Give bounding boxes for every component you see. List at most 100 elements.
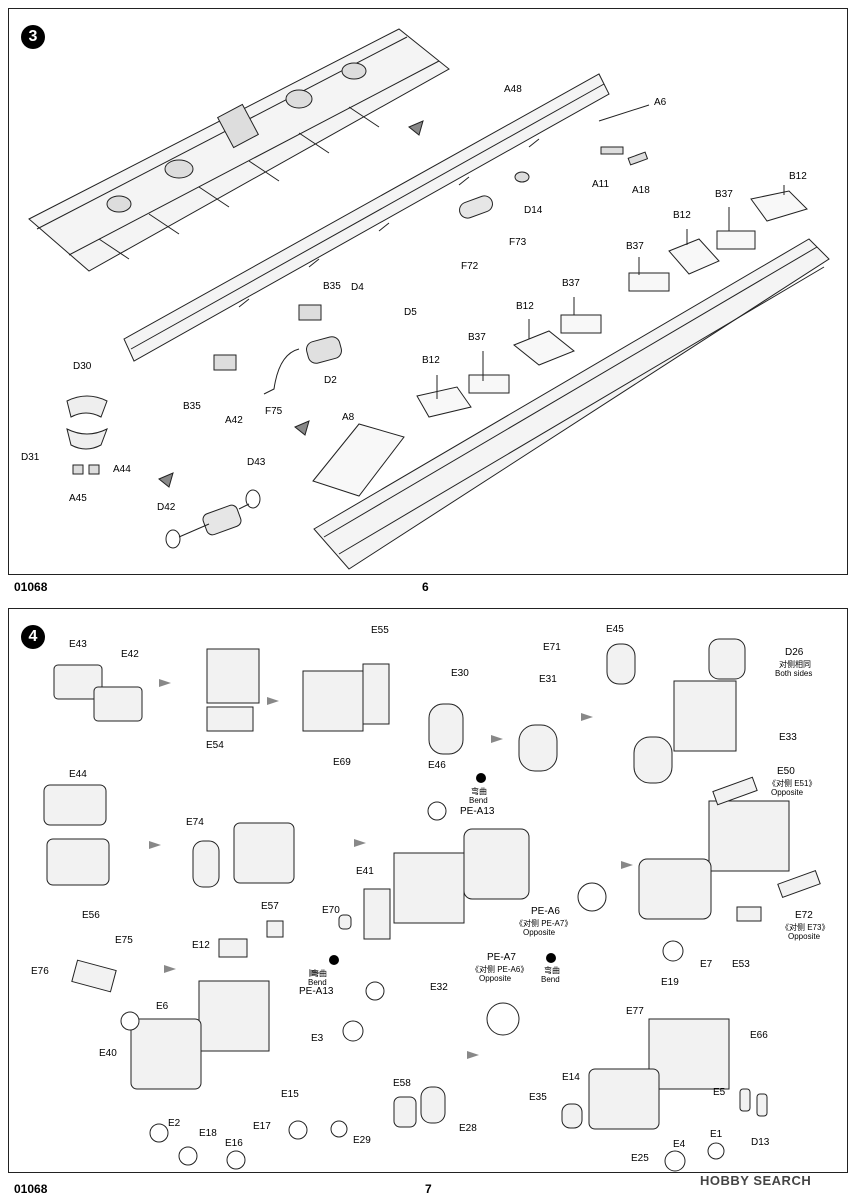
bend-note-cn-2: 弯曲 <box>544 966 560 975</box>
part-label-e35: E35 <box>529 1092 547 1103</box>
bend-note-en-3: Bend <box>308 978 327 987</box>
part-label-e44: E44 <box>69 769 87 780</box>
part-label-d13: D13 <box>751 1137 770 1148</box>
e50-note-cn: 《对侧 E51》 <box>768 779 817 788</box>
part-label-e74: E74 <box>186 817 204 828</box>
part-label-d42: D42 <box>157 502 176 513</box>
part-label-a48: A48 <box>504 84 522 95</box>
part-label-e7: E7 <box>700 959 713 970</box>
e72-note-en: Opposite <box>788 932 821 941</box>
part-label-a8: A8 <box>342 412 355 423</box>
part-label-pe-a6: PE-A6 <box>531 906 560 917</box>
part-label-e3: E3 <box>311 1033 324 1044</box>
part-label-d30: D30 <box>73 361 92 372</box>
part-label-e56: E56 <box>82 910 100 921</box>
part-label-e14: E14 <box>562 1072 580 1083</box>
bend-marker-icon <box>546 953 556 963</box>
page-7-product-code: 01068 <box>14 1182 48 1196</box>
part-label-b35-2: B35 <box>183 401 201 412</box>
page-6-number: 6 <box>422 580 429 594</box>
pe-a6-note-en: Opposite <box>523 928 556 937</box>
part-label-e72: E72 <box>795 910 813 921</box>
part-label-d31: D31 <box>21 452 40 463</box>
part-label-e25: E25 <box>631 1153 649 1164</box>
part-label-d5: D5 <box>404 307 417 318</box>
part-label-e42: E42 <box>121 649 139 660</box>
part-label-e2: E2 <box>168 1118 181 1129</box>
part-label-e41: E41 <box>356 866 374 877</box>
part-label-e4: E4 <box>673 1139 686 1150</box>
part-label-pe-a13-1: PE-A13 <box>460 806 495 817</box>
part-label-e31: E31 <box>539 674 557 685</box>
watermark: HOBBY SEARCH <box>700 1173 812 1188</box>
part-label-e1: E1 <box>710 1129 723 1140</box>
part-label-f73: F73 <box>509 237 527 248</box>
part-label-e77: E77 <box>626 1006 644 1017</box>
bend-marker-icon <box>476 773 486 783</box>
part-label-b12-1: B12 <box>422 355 440 366</box>
page-7-number: 7 <box>425 1182 432 1196</box>
part-label-d14: D14 <box>524 205 543 216</box>
part-label-e15: E15 <box>281 1089 299 1100</box>
part-label-b37-3: B37 <box>715 189 733 200</box>
part-label-e71: E71 <box>543 642 561 653</box>
page-6-product-code: 01068 <box>14 580 48 594</box>
part-label-a44: A44 <box>113 464 131 475</box>
pe-a6-note-cn: 《对侧 PE-A7》 <box>515 919 573 928</box>
part-label-e18: E18 <box>199 1128 217 1139</box>
part-label-e46: E46 <box>428 760 446 771</box>
part-label-a42: A42 <box>225 415 243 426</box>
part-label-pe-a7: PE-A7 <box>487 952 516 963</box>
step-3-panel: 3 <box>8 8 848 575</box>
part-label-f75: F75 <box>265 406 283 417</box>
pe-a7-note-en: Opposite <box>479 974 512 983</box>
part-label-f72: F72 <box>461 261 479 272</box>
part-label-e53: E53 <box>732 959 750 970</box>
step-number-badge: 3 <box>21 25 45 49</box>
step-number-badge: 4 <box>21 625 45 649</box>
part-label-e75: E75 <box>115 935 133 946</box>
part-label-e19: E19 <box>661 977 679 988</box>
part-label-e16: E16 <box>225 1138 243 1149</box>
pe-a7-note-cn: 《对侧 PE-A6》 <box>471 965 529 974</box>
e72-note-cn: 《对侧 E73》 <box>781 923 830 932</box>
part-label-e57: E57 <box>261 901 279 912</box>
part-label-b12-3: B12 <box>673 210 691 221</box>
bend-marker-icon <box>329 955 339 965</box>
part-label-e30: E30 <box>451 668 469 679</box>
part-label-d4: D4 <box>351 282 364 293</box>
part-label-e32: E32 <box>430 982 448 993</box>
part-label-b12-2: B12 <box>516 301 534 312</box>
part-label-e66: E66 <box>750 1030 768 1041</box>
part-label-e45: E45 <box>606 624 624 635</box>
part-label-e28: E28 <box>459 1123 477 1134</box>
step-4-panel: 4 <box>8 608 848 1173</box>
part-label-e17: E17 <box>253 1121 271 1132</box>
part-label-b37-0: B37 <box>468 332 486 343</box>
part-label-e40: E40 <box>99 1048 117 1059</box>
part-label-d43: D43 <box>247 457 266 468</box>
part-label-b35-1: B35 <box>323 281 341 292</box>
part-label-e33: E33 <box>779 732 797 743</box>
part-label-d2: D2 <box>324 375 337 386</box>
part-label-e69: E69 <box>333 757 351 768</box>
part-label-e29: E29 <box>353 1135 371 1146</box>
part-label-e76: E76 <box>31 966 49 977</box>
part-label-a6: A6 <box>654 97 667 108</box>
part-label-b37-2: B37 <box>626 241 644 252</box>
part-label-e54: E54 <box>206 740 224 751</box>
part-label-e70: E70 <box>322 905 340 916</box>
part-label-e43: E43 <box>69 639 87 650</box>
part-label-e50: E50 <box>777 766 795 777</box>
part-label-e55: E55 <box>371 625 389 636</box>
bend-note-en-1: Bend <box>469 796 488 805</box>
part-label-a18: A18 <box>632 185 650 196</box>
engine-assembly-drawing <box>43 638 821 1172</box>
part-label-e6: E6 <box>156 1001 169 1012</box>
e50-note-en: Opposite <box>771 788 804 797</box>
bend-note-cn-3: 弯曲 <box>311 969 327 978</box>
d26-note-en: Both sides <box>775 669 813 678</box>
d26-note-cn: 对侧相同 <box>779 660 811 669</box>
part-label-b12-4: B12 <box>789 171 807 182</box>
part-label-a11: A11 <box>592 179 610 190</box>
